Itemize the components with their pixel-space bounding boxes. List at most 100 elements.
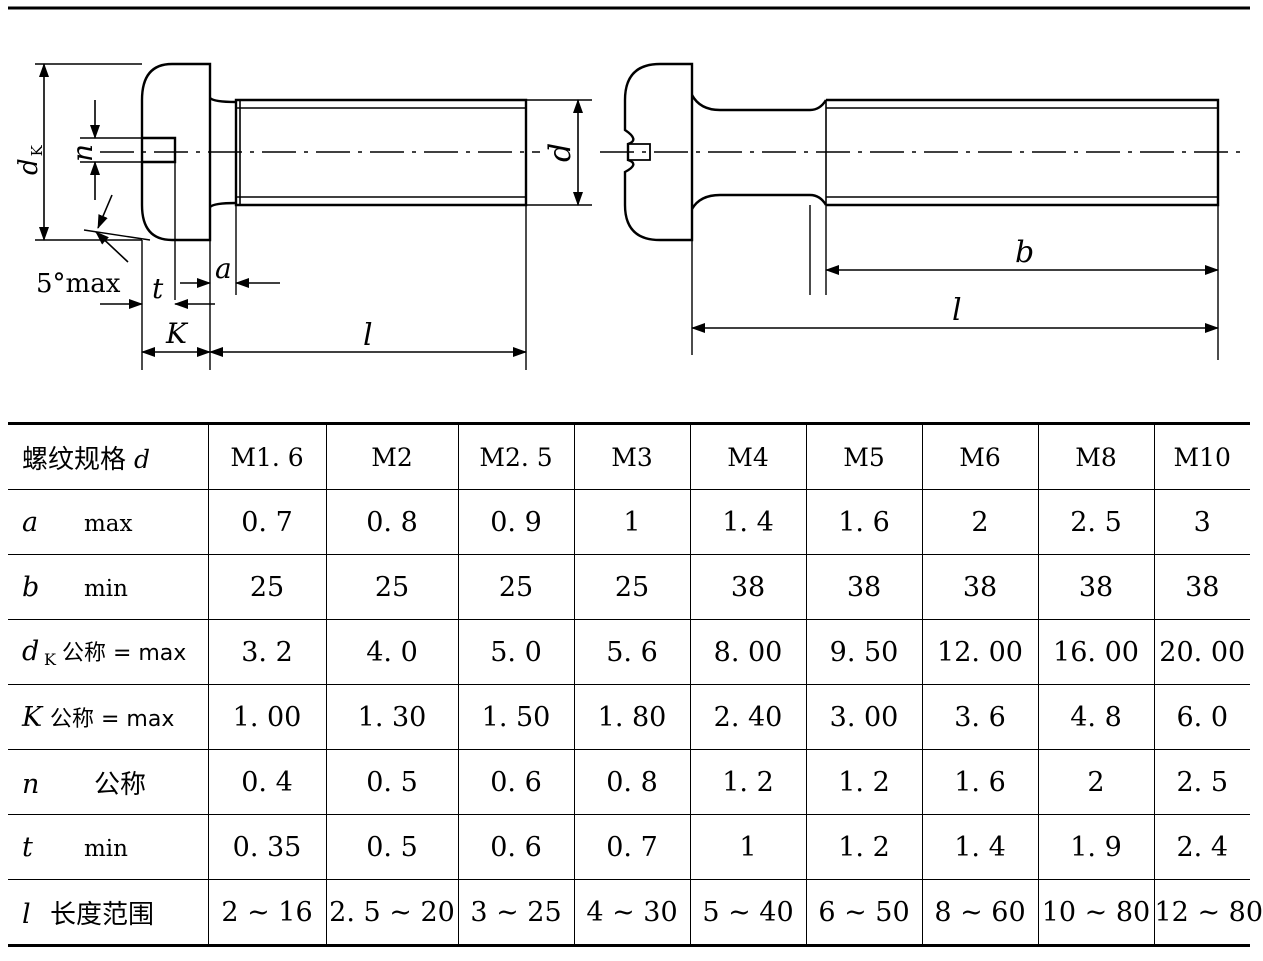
row-symbol: K bbox=[22, 702, 43, 733]
row-qualifier: 公称 bbox=[94, 769, 147, 800]
value-cell: 1. 4 bbox=[921, 814, 1039, 880]
value-cell: 0. 6 bbox=[457, 749, 575, 815]
row-symbol: l bbox=[22, 898, 31, 930]
value-cell: 1. 2 bbox=[689, 749, 807, 815]
size-header-cell: M1. 6 bbox=[207, 422, 327, 490]
value-cell: 38 bbox=[1037, 554, 1155, 620]
value-cell: 25 bbox=[457, 554, 575, 620]
size-header-cell: M2. 5 bbox=[457, 422, 575, 490]
row-symbol: n bbox=[22, 768, 40, 800]
value-cell: 1. 2 bbox=[805, 814, 923, 880]
size-header-cell: M10 bbox=[1153, 422, 1250, 490]
value-cell: 1. 00 bbox=[207, 684, 327, 750]
row-label-cell: t min bbox=[8, 814, 209, 880]
value-cell: 25 bbox=[573, 554, 691, 620]
size-header-cell: M5 bbox=[805, 422, 923, 490]
value-cell: 1. 6 bbox=[805, 489, 923, 555]
value-cell: 5. 0 bbox=[457, 619, 575, 685]
row-symbol: a bbox=[22, 506, 39, 538]
value-cell: 1. 6 bbox=[921, 749, 1039, 815]
right-view bbox=[600, 62, 1240, 360]
value-cell: 1. 4 bbox=[689, 489, 807, 555]
value-cell: 1. 2 bbox=[805, 749, 923, 815]
row-symbol: b bbox=[22, 571, 40, 603]
value-cell: 2 ~ 16 bbox=[207, 879, 327, 947]
value-cell: 5 ~ 40 bbox=[689, 879, 807, 947]
value-cell: 1. 50 bbox=[457, 684, 575, 750]
row-symbol: t bbox=[22, 831, 33, 863]
value-cell: 4 ~ 30 bbox=[573, 879, 691, 947]
value-cell: 3 bbox=[1153, 489, 1250, 555]
value-cell: 2 bbox=[921, 489, 1039, 555]
value-cell: 0. 7 bbox=[207, 489, 327, 555]
value-cell: 3 ~ 25 bbox=[457, 879, 575, 947]
value-cell: 0. 6 bbox=[457, 814, 575, 880]
l-left-label: l bbox=[363, 318, 373, 353]
row-symbol: d bbox=[22, 636, 40, 667]
l-right-label: l bbox=[952, 293, 962, 328]
value-cell: 38 bbox=[921, 554, 1039, 620]
dk-label: dK bbox=[14, 144, 46, 175]
size-header-cell: M6 bbox=[921, 422, 1039, 490]
value-cell: 0. 35 bbox=[207, 814, 327, 880]
value-cell: 6. 0 bbox=[1153, 684, 1250, 750]
row-qualifier: min bbox=[84, 835, 128, 862]
value-cell: 8. 00 bbox=[689, 619, 807, 685]
value-cell: 38 bbox=[689, 554, 807, 620]
value-cell: 3. 00 bbox=[805, 684, 923, 750]
row-symbol-subscript: K bbox=[44, 650, 56, 669]
value-cell: 0. 5 bbox=[325, 749, 459, 815]
size-header-cell: M4 bbox=[689, 422, 807, 490]
K-label: K bbox=[165, 317, 189, 350]
value-cell: 2. 40 bbox=[689, 684, 807, 750]
row-qualifier: min bbox=[84, 575, 128, 602]
value-cell: 25 bbox=[325, 554, 459, 620]
value-cell: 38 bbox=[805, 554, 923, 620]
value-cell: 2. 5 bbox=[1153, 749, 1250, 815]
size-header-cell: M8 bbox=[1037, 422, 1155, 490]
row-qualifier: 公称 = max bbox=[50, 707, 175, 732]
row-label-cell: l 长度范围 bbox=[8, 879, 209, 947]
header-label: 螺纹规格 bbox=[22, 444, 127, 475]
value-cell: 0. 5 bbox=[325, 814, 459, 880]
value-cell: 2. 5 ~ 20 bbox=[325, 879, 459, 947]
value-cell: 1. 80 bbox=[573, 684, 691, 750]
a-label: a bbox=[215, 252, 232, 285]
value-cell: 25 bbox=[207, 554, 327, 620]
value-cell: 6 ~ 50 bbox=[805, 879, 923, 947]
value-cell: 0. 9 bbox=[457, 489, 575, 555]
header-symbol: d bbox=[134, 444, 151, 474]
row-label-cell: b min bbox=[8, 554, 209, 620]
value-cell: 1. 9 bbox=[1037, 814, 1155, 880]
value-cell: 38 bbox=[1153, 554, 1250, 620]
screw-drawing: dK n 5°max t a K l d b l bbox=[8, 6, 1250, 370]
value-cell: 2 bbox=[1037, 749, 1155, 815]
value-cell: 3. 2 bbox=[207, 619, 327, 685]
value-cell: 9. 50 bbox=[805, 619, 923, 685]
size-header-cell: M3 bbox=[573, 422, 691, 490]
value-cell: 0. 8 bbox=[325, 489, 459, 555]
value-cell: 2. 5 bbox=[1037, 489, 1155, 555]
t-label: t bbox=[152, 272, 164, 305]
value-cell: 4. 0 bbox=[325, 619, 459, 685]
value-cell: 4. 8 bbox=[1037, 684, 1155, 750]
value-cell: 1 bbox=[689, 814, 807, 880]
value-cell: 3. 6 bbox=[921, 684, 1039, 750]
row-qualifier: 长度范围 bbox=[50, 899, 155, 930]
value-cell: 5. 6 bbox=[573, 619, 691, 685]
left-view bbox=[35, 62, 592, 370]
value-cell: 0. 4 bbox=[207, 749, 327, 815]
value-cell: 12 ~ 80 bbox=[1153, 879, 1263, 947]
d-label: d bbox=[543, 143, 578, 162]
